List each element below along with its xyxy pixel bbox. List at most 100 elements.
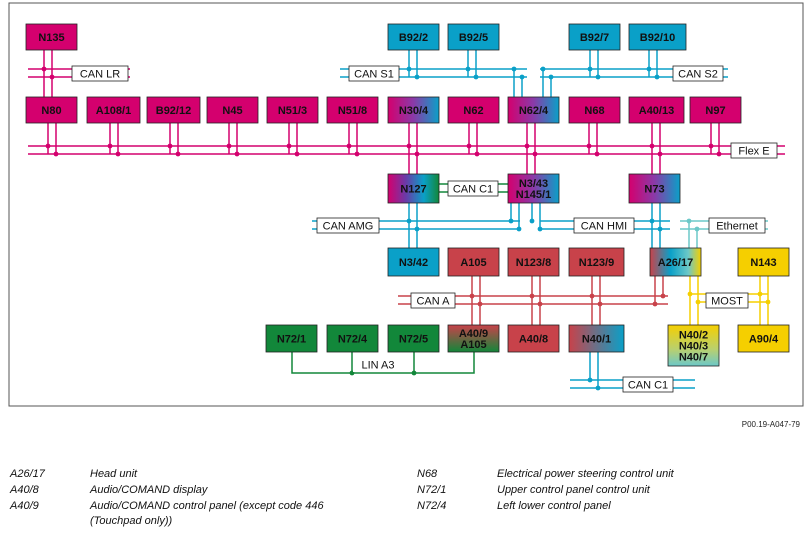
module-box xyxy=(326,324,379,353)
module-n40-1: N40/1 xyxy=(568,324,625,353)
module-box xyxy=(507,96,560,124)
module-box xyxy=(628,23,687,51)
module-label: N51/3 xyxy=(278,105,307,117)
diagram-frame xyxy=(8,2,804,407)
module-box xyxy=(265,324,318,353)
junction-dot xyxy=(537,301,543,307)
module-n68: N68 xyxy=(568,96,621,124)
module-b92-2: B92/2 xyxy=(387,23,440,51)
legend-desc: Left lower control panel xyxy=(497,500,611,512)
module-label: A40/9 xyxy=(459,328,488,340)
bus-label-can-amg: CAN AMG xyxy=(316,217,380,234)
figure-reference: P00.19-A047-79 xyxy=(741,420,800,429)
legend-code: A40/8 xyxy=(10,484,39,496)
junction-dot xyxy=(477,301,483,307)
legend-desc: (Touchpad only)) xyxy=(90,515,173,527)
module-label: B92/5 xyxy=(459,32,488,44)
module-label: A90/4 xyxy=(749,334,779,346)
module-label: N40/7 xyxy=(679,352,708,364)
module-n51-8: N51/8 xyxy=(326,96,379,124)
junction-dot xyxy=(294,151,300,157)
legend-desc: Audio/COMAND control panel (except code … xyxy=(90,500,324,512)
bus-lin-a3-lines xyxy=(291,352,475,374)
module-box xyxy=(447,324,500,353)
module-label: A40/8 xyxy=(519,334,548,346)
module-label: N123/8 xyxy=(516,257,551,269)
module-box xyxy=(737,247,790,277)
junction-dot xyxy=(686,218,692,224)
module-label: N72/5 xyxy=(399,334,428,346)
module-label: N135 xyxy=(38,32,64,44)
module-n72-5: N72/5 xyxy=(387,324,440,353)
bus-label-box xyxy=(447,180,499,197)
module-a40-13: A40/13 xyxy=(628,96,685,124)
module-box xyxy=(447,96,500,124)
junction-dot xyxy=(657,151,663,157)
module-box xyxy=(737,324,790,353)
module-box xyxy=(387,247,440,277)
module-n62-4: N62/4 xyxy=(507,96,560,124)
junction-dot xyxy=(649,143,655,149)
module-box xyxy=(628,96,685,124)
bus-label-box xyxy=(353,357,403,372)
module-box xyxy=(206,96,259,124)
bus-label-can-hmi: CAN HMI xyxy=(573,217,635,234)
module-b92-10: B92/10 xyxy=(628,23,687,51)
legend-desc: Upper control panel control unit xyxy=(497,484,650,496)
legend-code: A26/17 xyxy=(10,468,45,480)
legend-code: N72/1 xyxy=(417,484,447,496)
junction-dot xyxy=(660,293,666,299)
bus-label-ethernet: Ethernet xyxy=(708,217,766,234)
legend-code: A40/9 xyxy=(10,500,39,512)
module-box xyxy=(507,247,560,277)
bus-label-box xyxy=(573,217,635,234)
junction-dot xyxy=(53,151,59,157)
junction-dot xyxy=(226,143,232,149)
junction-dot xyxy=(646,66,652,72)
junction-dot xyxy=(594,151,600,157)
bus-label-box xyxy=(71,65,129,82)
module-label: A40/13 xyxy=(639,105,674,117)
bus-flex-e-lines xyxy=(28,123,785,174)
junction-dot xyxy=(516,226,522,232)
module-box xyxy=(568,324,625,353)
module-box xyxy=(447,247,500,277)
bus-label-box xyxy=(730,142,778,159)
junction-dot xyxy=(708,143,714,149)
module-box xyxy=(507,324,560,353)
bus-label-text: LIN A3 xyxy=(361,360,394,372)
legend-code: N72/4 xyxy=(417,500,447,512)
junction-dot xyxy=(540,66,546,72)
module-label: A105 xyxy=(460,257,486,269)
junction-dot xyxy=(175,151,181,157)
junction-dot xyxy=(687,291,693,297)
module-n127: N127 xyxy=(387,173,440,204)
junction-dot xyxy=(508,218,514,224)
junction-dot xyxy=(414,74,420,80)
junction-dot xyxy=(695,299,701,305)
junction-dot xyxy=(548,74,554,80)
module-box xyxy=(568,96,621,124)
bus-label-text: CAN A xyxy=(416,296,450,308)
legend-left: A26/17 Head unit A40/8 Audio/COMAND disp… xyxy=(10,467,410,532)
module-n97: N97 xyxy=(689,96,742,124)
module-b92-5: B92/5 xyxy=(447,23,500,51)
module-label: N30/4 xyxy=(399,105,429,117)
bus-label-text: Flex E xyxy=(738,146,769,158)
module-label: N3/43 xyxy=(519,178,548,190)
module-a40-8: A40/8 xyxy=(507,324,560,353)
module-label: N45 xyxy=(222,105,242,117)
module-n73: N73 xyxy=(628,173,681,204)
junction-dot xyxy=(406,66,412,72)
junction-dot xyxy=(586,143,592,149)
junction-dot xyxy=(595,385,601,391)
module-box xyxy=(387,96,440,124)
module-box xyxy=(25,23,78,51)
junction-dot xyxy=(587,377,593,383)
junction-dot xyxy=(529,293,535,299)
module-n72-1: N72/1 xyxy=(265,324,318,353)
module-a108-1: A108/1 xyxy=(86,96,141,124)
legend-desc: Audio/COMAND display xyxy=(90,484,208,496)
bus-label-can-c1-top: CAN C1 xyxy=(447,180,499,197)
